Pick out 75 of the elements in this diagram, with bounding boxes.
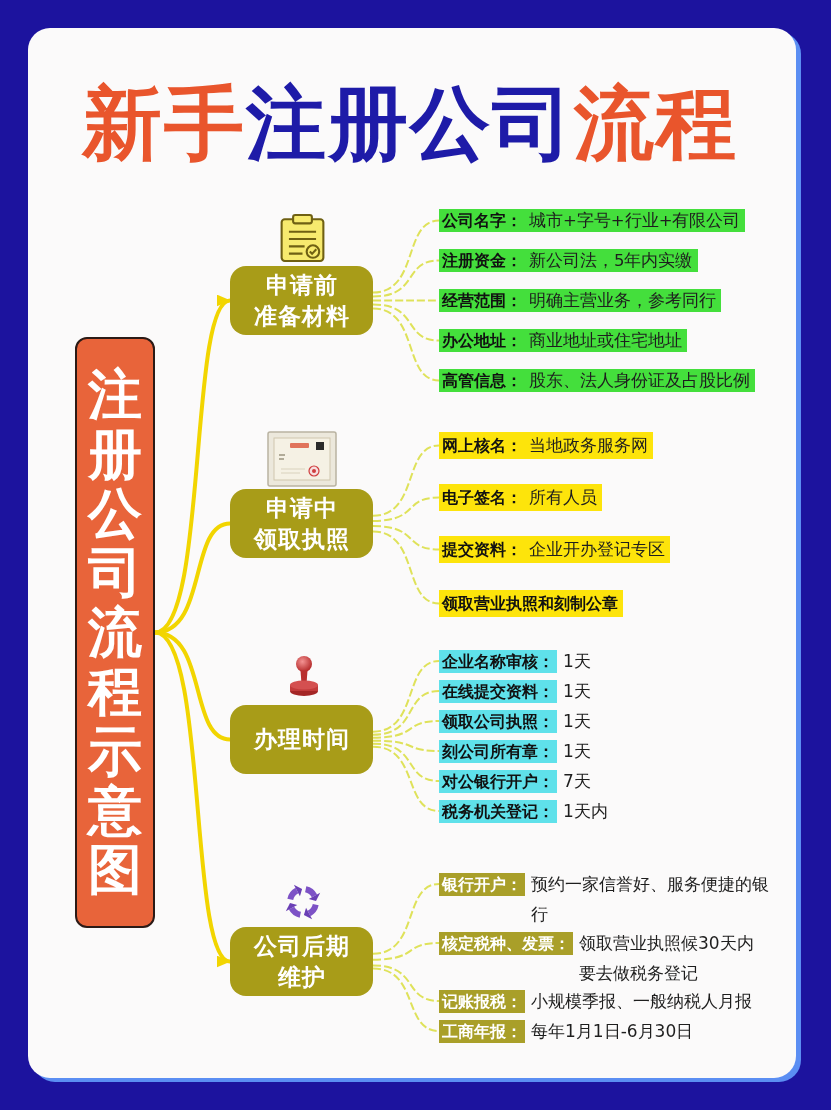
highlighted-label: 核定税种、发票： (439, 931, 573, 955)
dashed-connector (372, 883, 440, 955)
highlighted-label: 对公银行开户： (439, 769, 557, 793)
item-note: 小规模季报、一般纳税人月报 (531, 990, 752, 1013)
item-note: 每年1月1日-6月30日 (531, 1020, 694, 1043)
dashed-connector (372, 739, 440, 752)
item-label: 领取营业执照和刻制公章 (442, 593, 618, 614)
dashed-connector (372, 660, 440, 733)
item-label: 办公地址： (442, 330, 522, 351)
item-note: 预约一家信誉好、服务便捷的银行 (531, 873, 770, 926)
item-note: 领取营业执照候30天内要去做税务登记 (579, 932, 755, 985)
highlight-bar (439, 369, 755, 392)
item-value: 当地政务服务网 (529, 435, 648, 456)
dashed-connector (372, 530, 440, 605)
item-label: 经营范围： (442, 290, 522, 311)
dashed-connector (372, 964, 440, 1002)
item-value: 城市+字号+行业+有限公司 (529, 210, 741, 231)
item-value: 企业开办登记专区 (529, 539, 665, 560)
topic-box (230, 705, 373, 774)
item-label: 公司名字： (442, 210, 522, 231)
dashed-connector (372, 496, 440, 522)
vertical-title-text: 注册公司流程示意图 (88, 365, 142, 900)
highlight-bar (439, 590, 623, 617)
topic-text: 申请中领取执照 (253, 493, 350, 554)
dashed-connector (372, 259, 440, 298)
dashed-connector (372, 967, 440, 1032)
highlighted-label: 领取公司执照： (439, 709, 557, 733)
highlight-bar (439, 329, 687, 352)
dashed-connector (372, 942, 440, 961)
title: 新手注册公司流程 (80, 78, 739, 170)
highlight-bar (439, 536, 670, 563)
item-label: 高管信息： (442, 370, 522, 391)
highlighted-label: 刻公司所有章： (439, 739, 557, 763)
item-value: 所有人员 (529, 487, 597, 508)
connector-line (154, 521, 231, 635)
dashed-connector (372, 303, 440, 342)
dashed-connector (372, 720, 440, 739)
title-box (75, 337, 155, 928)
topic-text: 办理时间 (253, 725, 350, 754)
topic-box (230, 266, 373, 335)
highlight-bar (439, 289, 721, 312)
item-value: 明确主营业务，参考同行 (529, 290, 716, 311)
item-value: 商业地址或住宅地址 (529, 330, 682, 351)
item-note: 7天 (563, 770, 591, 793)
item-note: 1天 (563, 740, 591, 763)
highlighted-label: 税务机关登记： (439, 799, 557, 823)
topic-text: 申请前准备材料 (253, 270, 350, 331)
dashed-connector (372, 307, 440, 382)
topic-box (230, 489, 373, 558)
item-label: 网上核名： (442, 435, 522, 456)
dashed-connector (372, 742, 440, 782)
highlighted-label: 在线提交资料： (439, 679, 557, 703)
highlighted-label: 企业名称审核： (439, 649, 557, 673)
topic-box (230, 927, 373, 996)
highlighted-label: 记账报税： (439, 989, 525, 1013)
item-label: 注册资金： (442, 250, 522, 271)
item-note: 1天 (563, 710, 591, 733)
highlight-bar (439, 249, 698, 272)
item-note: 1天 (563, 680, 591, 703)
dashed-connector (372, 690, 440, 736)
dashed-connector (372, 219, 440, 294)
highlight-bar (439, 484, 602, 511)
item-note: 1天 (563, 650, 591, 673)
item-label: 电子签名： (442, 487, 522, 508)
item-value: 新公司法，5年内实缴 (529, 250, 693, 271)
highlighted-label: 银行开户： (439, 872, 525, 896)
item-value: 股东、法人身份证及占股比例 (529, 370, 750, 391)
dashed-connector (372, 525, 440, 551)
highlight-bar (439, 209, 746, 232)
highlight-bar (439, 432, 653, 459)
topic-text: 公司后期维护 (253, 931, 350, 992)
highlighted-label: 工商年报： (439, 1019, 525, 1043)
dashed-connector (372, 444, 440, 517)
item-note: 1天内 (563, 800, 608, 823)
item-label: 提交资料： (442, 539, 522, 560)
